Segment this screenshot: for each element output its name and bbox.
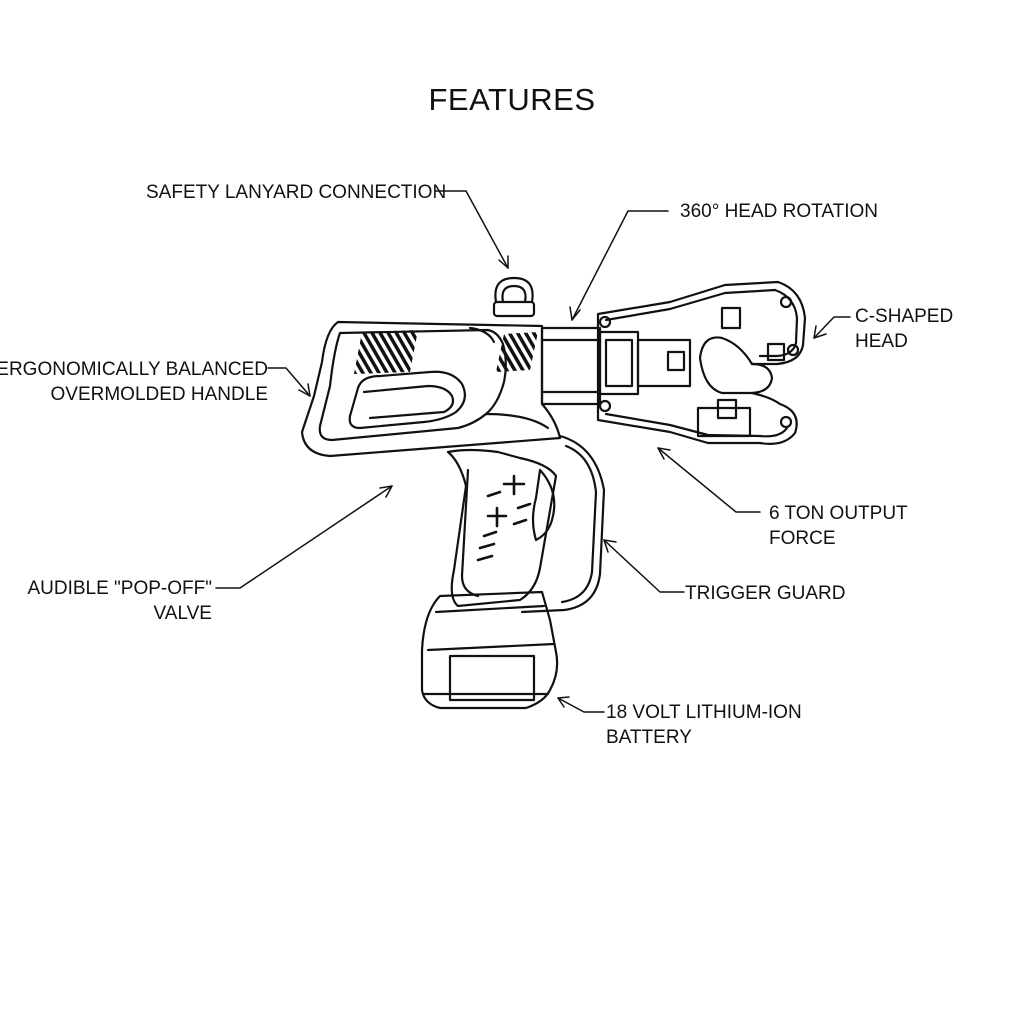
leader-lines <box>215 190 851 713</box>
callout-head-rotation: 360° HEAD ROTATION <box>680 201 878 222</box>
head-bolt-icon <box>598 315 612 329</box>
c-shaped-head <box>596 280 807 445</box>
callout-pop-off-valve: AUDIBLE "POP-OFF" VALVE <box>27 578 212 624</box>
callout-ergonomic-handle: ERGONOMICALLY BALANCED OVERMOLDED HANDLE <box>0 359 268 405</box>
head-bolt-icon <box>786 343 800 357</box>
head-bolt-icon <box>779 295 793 309</box>
head-bolt-icon <box>598 399 612 413</box>
callout-trigger-guard: TRIGGER GUARD <box>685 583 846 604</box>
diagram-title: FEATURES <box>428 82 596 117</box>
head-bolt-icon <box>779 415 793 429</box>
battery-pack <box>420 590 559 710</box>
trigger-guard <box>520 434 606 614</box>
vent-grille <box>354 330 418 374</box>
callout-safety-lanyard: SAFETY LANYARD CONNECTION <box>146 182 447 203</box>
callout-battery: 18 VOLT LITHIUM-ION BATTERY <box>606 702 802 748</box>
trigger <box>531 468 556 542</box>
grip-texture <box>476 474 532 562</box>
grip <box>446 448 558 608</box>
vent-grille <box>496 332 538 372</box>
head-rotation-collar <box>540 326 602 406</box>
tool-body <box>300 320 562 458</box>
callout-output-force: 6 TON OUTPUT FORCE <box>769 503 908 549</box>
callout-c-shaped-head: C-SHAPED HEAD <box>855 306 954 352</box>
lanyard-ring-icon <box>492 276 536 318</box>
